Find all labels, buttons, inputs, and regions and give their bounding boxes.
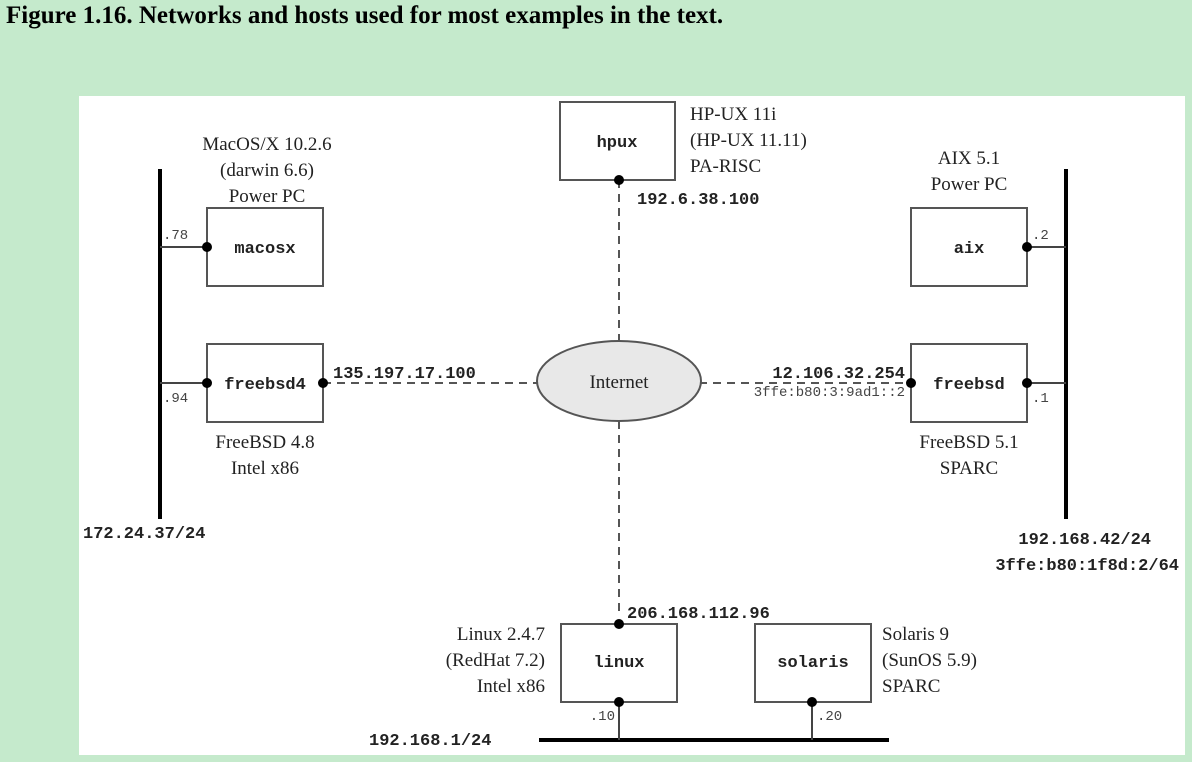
host-linux-suffix: .10 xyxy=(590,709,615,725)
host-macosx-suffix: .78 xyxy=(163,228,188,244)
host-solaris-name: solaris xyxy=(777,654,848,673)
host-freebsd4-port-left xyxy=(202,378,212,388)
bottom-network-label: 192.168.1/24 xyxy=(369,732,491,751)
host-freebsd-ip: 12.106.32.254 xyxy=(772,365,905,384)
host-solaris-suffix: .20 xyxy=(817,709,842,725)
host-freebsd4-suffix: .94 xyxy=(163,391,188,407)
host-freebsd-suffix: .1 xyxy=(1032,391,1049,407)
host-freebsd-port-right xyxy=(1022,378,1032,388)
right-network-label: 192.168.42/24 xyxy=(1018,531,1151,550)
host-freebsd-ipv6: 3ffe:b80:3:9ad1::2 xyxy=(754,385,905,401)
host-solaris-box xyxy=(754,623,872,703)
host-linux-box xyxy=(560,623,678,703)
host-macosx-port xyxy=(202,242,212,252)
host-freebsd4-info-1: FreeBSD 4.8 xyxy=(215,432,314,453)
host-macosx-info-2: (darwin 6.6) xyxy=(220,160,314,181)
host-macosx-info-3: Power PC xyxy=(229,186,306,207)
host-hpux-ip: 192.6.38.100 xyxy=(637,191,759,210)
host-linux-ip: 206.168.112.96 xyxy=(627,605,770,624)
left-network-label: 172.24.37/24 xyxy=(83,525,205,544)
host-linux-info-3: Intel x86 xyxy=(477,676,545,697)
host-linux-name: linux xyxy=(593,654,644,673)
host-freebsd4-ip: 135.197.17.100 xyxy=(333,365,476,384)
host-solaris-info-1: Solaris 9 xyxy=(882,624,949,645)
host-aix-info-2: Power PC xyxy=(931,174,1008,195)
host-aix-box xyxy=(910,207,1028,287)
host-hpux-port xyxy=(614,175,624,185)
host-freebsd-info-1: FreeBSD 5.1 xyxy=(919,432,1018,453)
host-solaris-info-3: SPARC xyxy=(882,676,940,697)
host-linux-info-1: Linux 2.4.7 xyxy=(457,624,545,645)
network-diagram: Internet hpux HP-UX 11i (HP-UX 11.11) PA… xyxy=(79,96,1185,755)
host-hpux-info-3: PA-RISC xyxy=(690,156,761,177)
host-freebsd-name: freebsd xyxy=(933,376,1004,395)
host-hpux-name: hpux xyxy=(597,134,638,153)
host-aix-name: aix xyxy=(954,240,985,259)
host-freebsd-box xyxy=(910,343,1028,423)
host-hpux-box xyxy=(559,101,676,181)
host-solaris-info-2: (SunOS 5.9) xyxy=(882,650,977,671)
host-freebsd4-box xyxy=(206,343,324,423)
host-freebsd-port-left xyxy=(906,378,916,388)
host-aix-info-1: AIX 5.1 xyxy=(938,148,1000,169)
host-solaris-port xyxy=(807,697,817,707)
host-linux-port-top xyxy=(614,619,624,629)
host-freebsd4-info-2: Intel x86 xyxy=(231,458,299,479)
internet-cloud xyxy=(536,340,702,422)
host-hpux-info-1: HP-UX 11i xyxy=(690,104,776,125)
host-linux-info-2: (RedHat 7.2) xyxy=(446,650,545,671)
host-macosx-name: macosx xyxy=(234,240,295,259)
host-freebsd4-name: freebsd4 xyxy=(224,376,306,395)
host-aix-port xyxy=(1022,242,1032,252)
host-linux-port-bottom xyxy=(614,697,624,707)
host-aix-suffix: .2 xyxy=(1032,228,1049,244)
host-freebsd4-port-right xyxy=(318,378,328,388)
host-macosx-box xyxy=(206,207,324,287)
host-freebsd-info-2: SPARC xyxy=(940,458,998,479)
right-network-ipv6: 3ffe:b80:1f8d:2/64 xyxy=(995,557,1179,576)
host-hpux-info-2: (HP-UX 11.11) xyxy=(690,130,807,151)
host-macosx-info-1: MacOS/X 10.2.6 xyxy=(202,134,331,155)
figure-caption: Figure 1.16. Networks and hosts used for… xyxy=(6,2,724,29)
internet-label: Internet xyxy=(589,372,649,393)
